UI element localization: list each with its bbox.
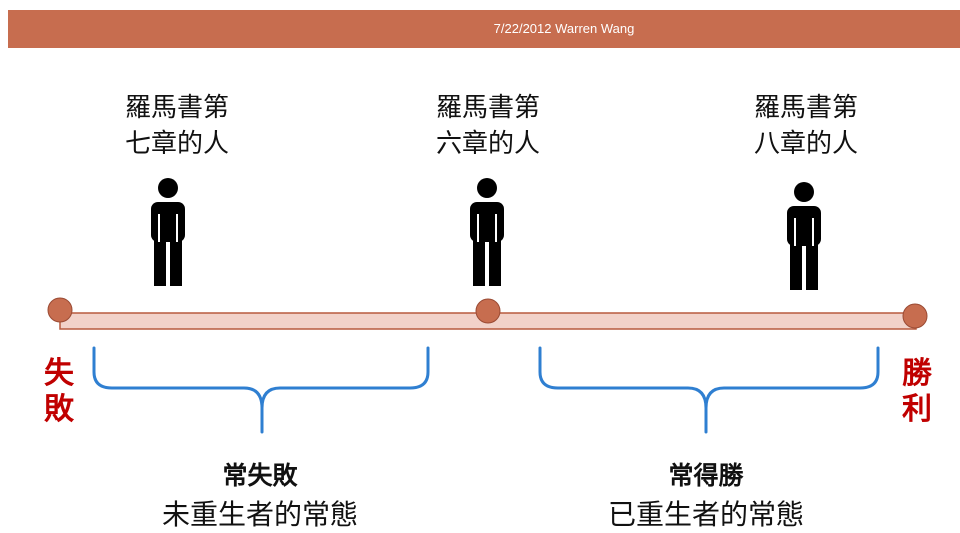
header-bar: 7/22/2012 Warren Wang <box>8 10 960 48</box>
person-label-romans-8: 羅馬書第 八章的人 <box>716 90 896 162</box>
group-title-right: 常得勝 <box>668 461 744 490</box>
person-icon <box>151 178 185 286</box>
person-icon <box>470 178 504 286</box>
person-label-line1: 羅馬書第 <box>435 93 540 123</box>
group-title-left: 常失敗 <box>222 461 298 490</box>
end-label-char: 利 <box>902 392 932 427</box>
header-text: 7/22/2012 Warren Wang <box>493 21 635 36</box>
person-label-line2: 七章的人 <box>124 129 229 159</box>
end-label-char: 敗 <box>44 392 74 427</box>
person-label-romans-7: 羅馬書第 七章的人 <box>87 90 267 162</box>
end-label-char: 失 <box>44 356 74 391</box>
person-label-line1: 羅馬書第 <box>124 93 229 123</box>
group-subtitle-right: 已重生者的常態 <box>607 498 804 531</box>
end-label-char: 勝 <box>902 356 932 391</box>
timeline-dot-end <box>902 303 928 329</box>
timeline-dot-middle <box>475 298 501 324</box>
bracket-right <box>538 346 880 434</box>
person-label-romans-6: 羅馬書第 六章的人 <box>398 90 578 162</box>
person-label-line2: 六章的人 <box>435 129 540 159</box>
end-label-victory: 勝 利 <box>900 356 934 428</box>
end-label-failure: 失 敗 <box>42 356 76 428</box>
group-subtitle-left: 未重生者的常態 <box>161 498 358 531</box>
person-label-line1: 羅馬書第 <box>753 93 858 123</box>
bracket-left <box>92 346 430 434</box>
person-label-line2: 八章的人 <box>753 129 858 159</box>
timeline-dot-start <box>47 297 73 323</box>
person-icon <box>787 182 821 290</box>
